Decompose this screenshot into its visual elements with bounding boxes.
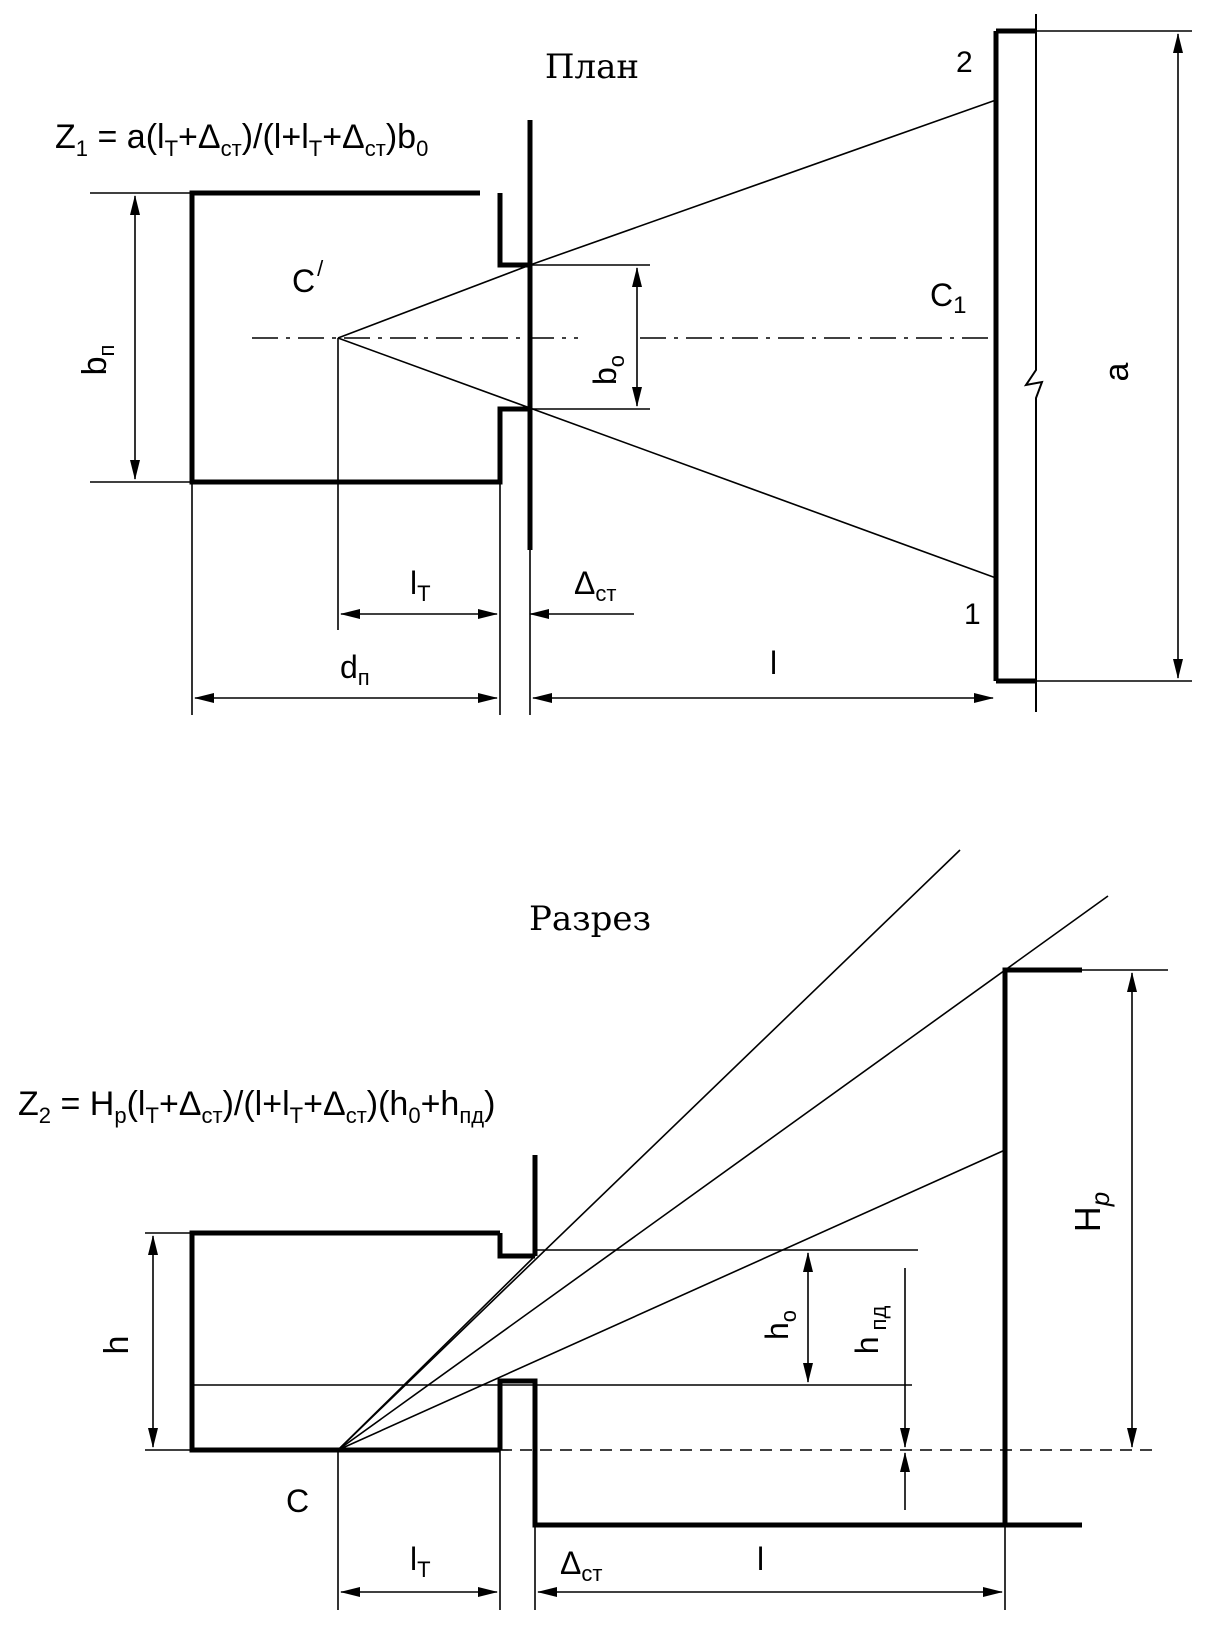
label-h-pd: hпд (849, 1306, 891, 1355)
plan-title: План (545, 47, 639, 87)
section-title: Разрез (529, 899, 651, 939)
label-b-n: bп (76, 345, 119, 376)
label-c-prime: C/ (292, 256, 324, 299)
label-c1: C1 (930, 277, 966, 319)
room-outline-section (189, 1230, 500, 1453)
label-h-o: ho (759, 1310, 801, 1340)
ray-to-point-1 (337, 337, 997, 579)
label-b-o: bo (587, 355, 629, 385)
room-outline-plan (189, 190, 530, 485)
label-delta-st-section: Δст (560, 1545, 602, 1586)
screen-section (1002, 967, 1082, 1525)
label-c: C (286, 1483, 309, 1519)
ray-to-point-2 (529, 99, 997, 266)
ray-to-top-edge (337, 264, 531, 339)
room-top-notch-plan (497, 193, 530, 268)
label-l-section: l (757, 1541, 764, 1577)
plan-formula: Z1 = a(lТ+Δст)/(l+lТ+Δст)b0 (55, 118, 428, 161)
ray-window-head (337, 1255, 536, 1451)
label-h: h (98, 1336, 136, 1355)
label-a: a (1098, 362, 1136, 381)
label-point-1: 1 (964, 598, 981, 631)
label-delta-st-plan: Δст (574, 565, 616, 606)
label-d-n: dп (340, 649, 370, 690)
window-head-section (497, 1233, 535, 1259)
label-h-p: Hp (1067, 1192, 1115, 1232)
section-formula: Z2 = Hр(lТ+Δст)/(l+lТ+Δст)(h0+hпд) (18, 1085, 495, 1128)
label-l-plan: l (770, 645, 777, 681)
ray-middle (337, 1149, 1006, 1451)
sill-and-ground (497, 1378, 1082, 1528)
plan-view: План Z1 = a(lТ+Δст)/(l+lТ+Δст)b0 (55, 14, 1192, 715)
ray-top (337, 895, 1109, 1451)
label-l-t-section: lТ (410, 1541, 431, 1582)
screen-break-line (1023, 14, 1044, 712)
ray-steep (337, 849, 961, 1451)
label-point-2: 2 (956, 46, 973, 79)
label-l-t-plan: lТ (410, 565, 431, 606)
section-view: Разрез Z2 = Hр(lТ+Δст)/(l+lТ+Δст)(h0+hпд… (18, 849, 1168, 1610)
